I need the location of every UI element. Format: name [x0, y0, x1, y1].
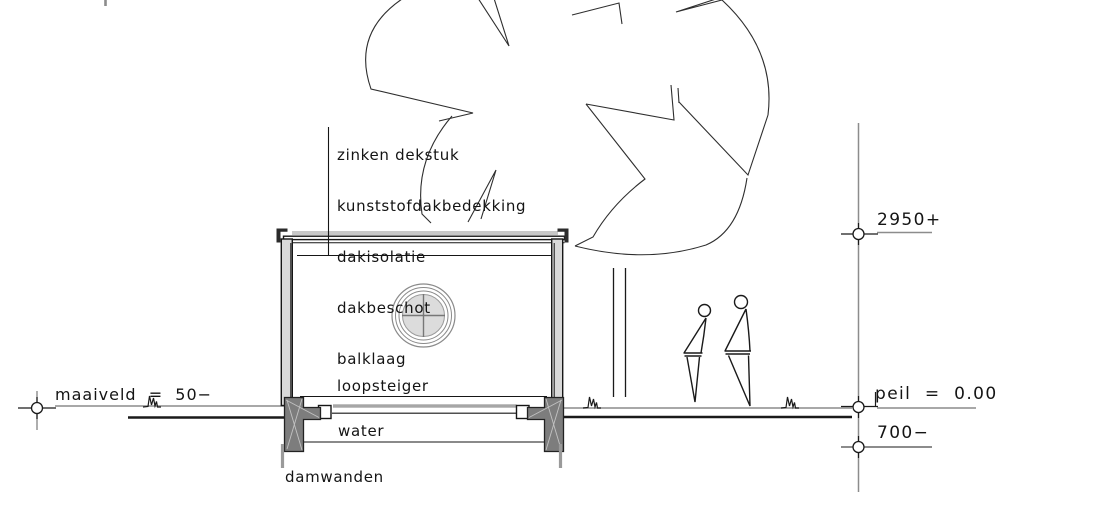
label-water: water: [338, 422, 385, 440]
datum-circle: [30, 401, 44, 415]
zinc-cap-left: [276, 228, 288, 243]
grass-tuft: [582, 396, 601, 410]
tree-trunk: [612, 268, 627, 397]
label-dakbeschot: dakbeschot: [337, 299, 431, 317]
ground-lines: [55, 405, 852, 419]
datum-circle: [852, 400, 865, 414]
datum-circle: [852, 227, 865, 241]
left-foundation-pier: [283, 396, 322, 453]
walkway-deck: [300, 395, 547, 443]
datum-markers: [18, 123, 976, 492]
roof-layer-labels: zinken dekstuk kunststofdakbedekking dak…: [337, 113, 526, 402]
grass-tuft: [142, 395, 161, 409]
porthole-window: [391, 283, 456, 348]
right-pier-hatch: [528, 398, 563, 451]
right-wall: [551, 238, 564, 407]
foundation-piers: [280, 396, 565, 468]
label-damwanden: damwanden: [285, 468, 384, 486]
maaiveld-datum: [18, 391, 56, 430]
label-loopsteiger: loopsteiger: [337, 377, 429, 395]
datum-peil: [841, 392, 976, 418]
grass-tufts: [142, 395, 799, 410]
datum-2950: [841, 223, 932, 245]
datum-700: [841, 436, 932, 458]
label-dakisolatie: dakisolatie: [337, 248, 426, 266]
label-level-peil: peil = 0.00: [875, 384, 998, 404]
person-figure-left: [683, 303, 712, 403]
tree-canopy: [365, 0, 770, 256]
label-balklaag: balklaag: [337, 350, 407, 368]
deck-band: [333, 404, 517, 408]
right-foundation-pier: [526, 396, 565, 453]
grass-tuft: [780, 396, 799, 410]
label-zinken-dekstuk: zinken dekstuk: [337, 146, 460, 164]
datum-circle: [852, 440, 865, 454]
label-kunststofdakbedekking: kunststofdakbedekking: [337, 197, 527, 215]
zinc-cap-right: [557, 228, 569, 243]
label-level-700: 700−: [877, 423, 930, 443]
people-figures: [683, 294, 751, 407]
roof-assembly: [276, 228, 569, 256]
roof-top-band: [292, 231, 558, 235]
left-pier-hatch: [285, 398, 320, 451]
label-maaiveld-level: maaiveld = 50−: [55, 385, 213, 404]
building-section: [276, 127, 569, 468]
label-level-2950: 2950+: [877, 210, 942, 230]
person-figure-right: [724, 294, 751, 407]
